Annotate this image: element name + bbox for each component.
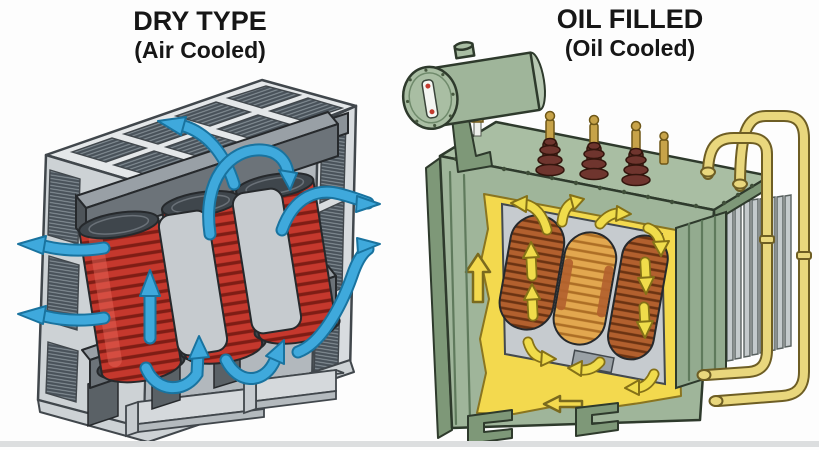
oil-arrow-down-right-coil-2 [636, 301, 654, 339]
air-arrow-top-left [157, 116, 241, 191]
dry-type-transformer-illustration [17, 78, 381, 443]
oil-circulation-pipes [696, 110, 812, 407]
oil-arrow-down-right-coil-1 [637, 256, 655, 295]
oil-filled-subtitle: (Oil Cooled) [565, 35, 695, 61]
conservator-rivets [405, 68, 455, 128]
ground-strip [0, 441, 819, 447]
radiator-panel [675, 210, 727, 390]
oil-level-gauge [421, 79, 439, 119]
hv-bushing-3 [621, 120, 651, 187]
oil-rise-arrow [464, 252, 492, 304]
tank-left-side [425, 157, 453, 439]
hv-bushing-2 [579, 114, 609, 181]
tank-seams [448, 170, 472, 426]
oil-filled-title: OIL FILLED [557, 4, 704, 34]
air-arrow-top-loop [202, 143, 298, 241]
radiator-fins [726, 194, 792, 362]
oil-arrow-bottom-left [522, 336, 557, 367]
oil-arrow-top-down-curl [642, 222, 670, 257]
air-arrow-exit-right-lower [291, 237, 381, 359]
oil-arrow-bottom-center [567, 356, 606, 377]
oil-arrow-top-up [556, 194, 585, 228]
tank-base-beams [467, 402, 619, 445]
terminal-stud [659, 131, 669, 165]
hv-bushing-1 [535, 110, 565, 177]
dry-type-subtitle: (Air Cooled) [134, 37, 266, 63]
base-channel-beams [125, 368, 345, 438]
oil-arrow-up-left-coil-1 [522, 241, 540, 282]
air-flow-arrows [17, 116, 381, 395]
oil-filled-transformer-illustration [401, 41, 812, 445]
air-arrow-up-winding1 [139, 269, 161, 345]
dry-type-title: DRY TYPE [133, 6, 267, 36]
oil-arrow-top-left-curl [510, 195, 553, 236]
copper-winding-right [607, 234, 669, 361]
air-arrow-bottom-left-curl [139, 335, 210, 395]
air-arrow-bottom-right-curl [219, 339, 285, 385]
oil-arrow-up-left-coil-2 [523, 283, 541, 322]
air-arrow-exit-right-upper [275, 185, 381, 237]
conservator-assembly [401, 41, 546, 173]
air-arrow-exit-left-lower [17, 305, 111, 327]
oil-arrow-bottom-right [624, 368, 660, 396]
air-arrow-exit-left-upper [17, 235, 111, 257]
copper-winding-center [552, 231, 618, 346]
left-wall-louvers [45, 169, 81, 403]
oil-arrow-top-right [594, 205, 632, 230]
oil-flow-arrows [464, 194, 670, 414]
conservator-tank [401, 41, 546, 131]
